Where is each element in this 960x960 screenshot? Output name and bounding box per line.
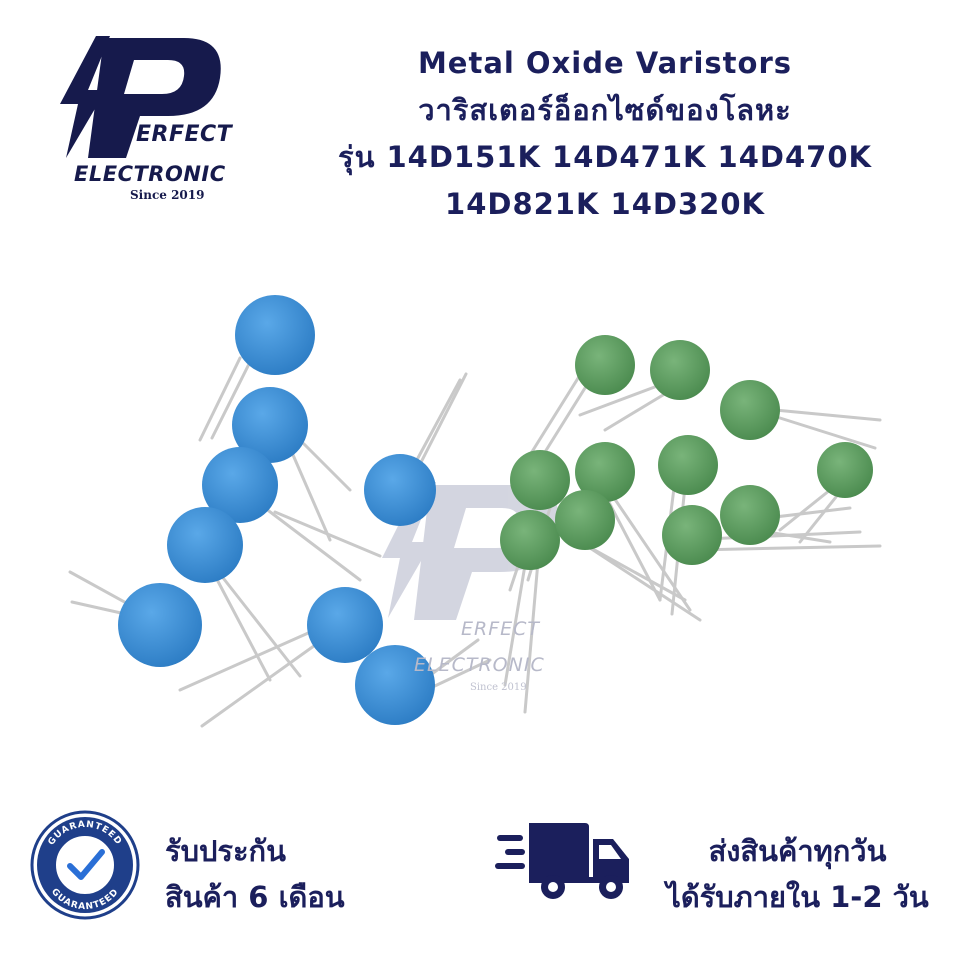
title-line-1: Metal Oxide Varistors — [417, 46, 793, 80]
warranty-info: รับประกัน สินค้า 6 เดือน — [165, 828, 345, 920]
logo-line2: ELECTRONIC — [74, 162, 226, 186]
logo-since: Since 2019 — [130, 188, 205, 202]
check-icon — [67, 849, 105, 880]
title-line-2: วาริสเตอร์อ็อกไซด์ของโลหะ — [418, 93, 792, 127]
warranty-line-2: สินค้า 6 เดือน — [165, 880, 345, 914]
shipping-info: ส่งสินค้าทุกวัน ได้รับภายใน 1-2 วัน — [635, 828, 960, 920]
title-line-4: 14D821K 14D320K — [445, 187, 765, 221]
watermark-line1: ERFECT — [461, 618, 541, 640]
guarantee-seal: GUARANTEED GUARANTEED — [30, 810, 140, 920]
green-varistors — [500, 335, 873, 570]
delivery-truck-icon — [495, 815, 635, 905]
warranty-line-1: รับประกัน — [165, 834, 286, 868]
varistor-illustration — [68, 295, 882, 728]
watermark-line2: ELECTRONIC — [414, 654, 545, 676]
lightning-bolt-icon — [60, 36, 110, 158]
shipping-line-1: ส่งสินค้าทุกวัน — [708, 834, 887, 868]
product-photo — [60, 280, 900, 750]
watermark-since: Since 2019 — [470, 682, 527, 693]
logo-mark — [60, 36, 221, 158]
brand-logo: ERFECT ELECTRONIC Since 2019 — [44, 30, 254, 210]
title-line-3: รุ่น 14D151K 14D471K 14D470K — [338, 140, 872, 174]
blue-varistors — [118, 295, 436, 725]
logo-line1: ERFECT — [136, 122, 233, 147]
shipping-line-2: ได้รับภายใน 1-2 วัน — [666, 880, 929, 914]
product-title: Metal Oxide Varistors วาริสเตอร์อ็อกไซด์… — [270, 40, 940, 228]
